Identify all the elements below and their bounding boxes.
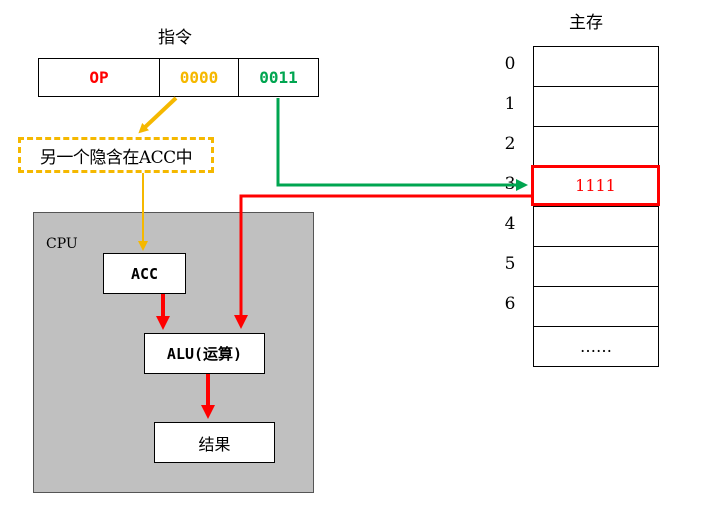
alu-unit: ALU(运算): [144, 333, 265, 374]
memory-address-0: 0: [504, 54, 516, 74]
instruction-opcode-field: OP: [38, 58, 160, 97]
memory-cell-2: [533, 126, 659, 167]
acc-register: ACC: [103, 253, 186, 294]
memory-address-5: 5: [504, 254, 516, 274]
arrow-address-to-memory: [276, 98, 528, 191]
memory-title: 主存: [569, 13, 603, 33]
memory-cell-5: [533, 246, 659, 287]
memory-address-2: 2: [504, 134, 516, 154]
arrow-field-to-hint: [138, 96, 178, 134]
cpu-label: CPU: [46, 236, 78, 252]
memory-cell-7: ……: [533, 326, 659, 367]
arrow-memory-to-alu: [234, 194, 532, 329]
memory-cell-3: 1111: [531, 165, 660, 206]
instruction-address-field-2: 0011: [238, 58, 319, 97]
result-box: 结果: [154, 422, 275, 463]
memory-address-1: 1: [504, 94, 516, 114]
memory-cell-6: [533, 286, 659, 327]
instruction-title: 指令: [158, 28, 192, 48]
implicit-operand-note: 另一个隐含在ACC中: [18, 137, 214, 173]
instruction-address-field-1: 0000: [159, 58, 239, 97]
memory-address-6: 6: [504, 294, 516, 314]
memory-address-4: 4: [504, 214, 516, 234]
